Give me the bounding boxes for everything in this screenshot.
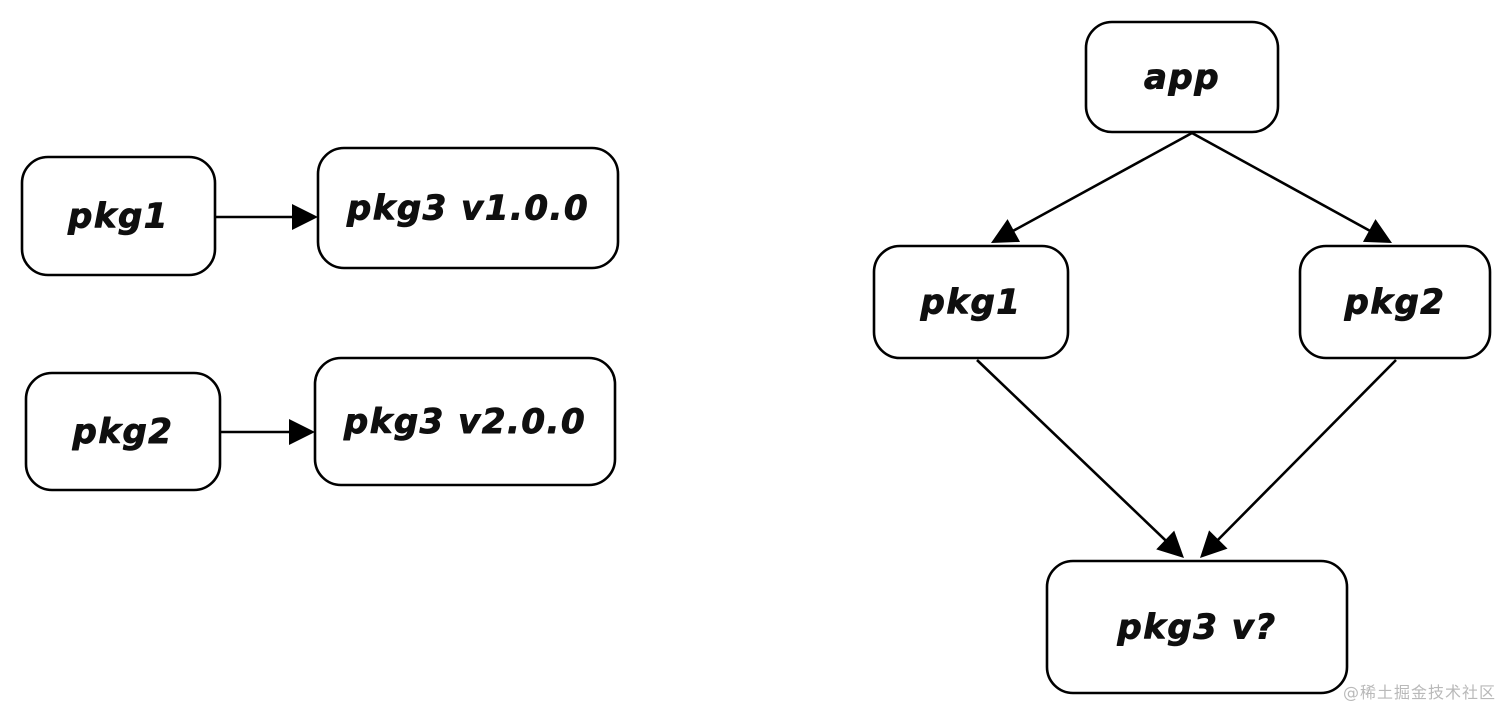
edge-r-app-to-r-pkg1 bbox=[991, 131, 1193, 243]
node-label: pkg3 v1.0.0 bbox=[346, 189, 589, 229]
edge-arrowhead bbox=[1200, 530, 1228, 558]
node-box[interactable] bbox=[1298, 244, 1492, 360]
edge-line bbox=[976, 359, 1170, 544]
node-label: pkg2 bbox=[72, 412, 174, 452]
nodes-layer: pkg1 pkg3 v1.0.0 pkg2 pkg3 v2.0.0 app pkg1 pkg… bbox=[20, 20, 1492, 695]
node-label: pkg1 bbox=[920, 283, 1022, 323]
node-box[interactable] bbox=[1045, 559, 1349, 695]
node-label: pkg1 bbox=[67, 197, 169, 237]
node-box[interactable] bbox=[20, 155, 217, 277]
watermark: @稀土掘金技术社区 bbox=[1342, 683, 1496, 702]
node-box[interactable] bbox=[872, 244, 1070, 360]
edge-r-pkg2-to-r-pkg3 bbox=[1200, 359, 1397, 558]
node-box[interactable] bbox=[24, 371, 222, 492]
edge-arrowhead bbox=[1362, 219, 1392, 243]
node-r-pkg1[interactable]: pkg1 bbox=[872, 244, 1070, 360]
node-box[interactable] bbox=[313, 356, 617, 487]
node-r-pkg2[interactable]: pkg2 bbox=[1298, 244, 1492, 360]
node-l-pkg3b[interactable]: pkg3 v2.0.0 bbox=[313, 356, 617, 487]
node-l-pkg3a[interactable]: pkg3 v1.0.0 bbox=[316, 146, 620, 270]
edge-arrowhead bbox=[1156, 530, 1184, 558]
node-label: pkg2 bbox=[1344, 283, 1446, 323]
node-box[interactable] bbox=[1084, 20, 1280, 134]
edges-layer bbox=[216, 131, 1397, 558]
node-label: pkg3 v2.0.0 bbox=[343, 402, 586, 442]
edge-line bbox=[1191, 131, 1374, 234]
node-label: app bbox=[1144, 58, 1220, 98]
edge-l-pkg2-to-l-pkg3b bbox=[221, 419, 315, 445]
edge-arrowhead bbox=[991, 219, 1021, 243]
edge-r-pkg1-to-r-pkg3 bbox=[976, 359, 1184, 558]
node-label: pkg3 v? bbox=[1116, 608, 1276, 648]
edge-arrowhead bbox=[289, 419, 315, 445]
edge-line bbox=[1009, 131, 1193, 234]
node-r-pkg3[interactable]: pkg3 v? bbox=[1045, 559, 1349, 695]
edge-r-app-to-r-pkg2 bbox=[1191, 131, 1392, 243]
node-l-pkg2[interactable]: pkg2 bbox=[24, 371, 222, 492]
node-r-app[interactable]: app bbox=[1084, 20, 1280, 134]
edge-line bbox=[1214, 359, 1397, 544]
edge-arrowhead bbox=[292, 204, 318, 230]
node-box[interactable] bbox=[316, 146, 620, 270]
node-l-pkg1[interactable]: pkg1 bbox=[20, 155, 217, 277]
edge-l-pkg1-to-l-pkg3a bbox=[216, 204, 318, 230]
